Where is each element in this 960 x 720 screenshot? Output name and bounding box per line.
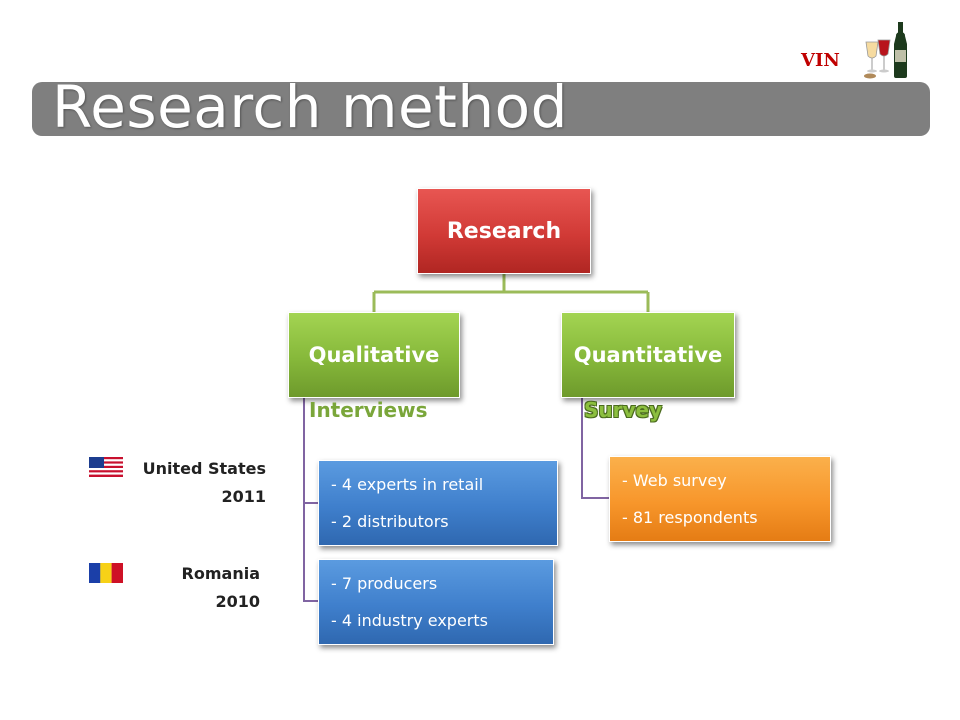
us-flag-icon bbox=[89, 457, 123, 477]
label-interviews: Interviews bbox=[309, 398, 428, 422]
detail-box-romania-interviews: - 7 producers - 4 industry experts bbox=[318, 559, 554, 645]
detail-line: - Web survey bbox=[622, 471, 727, 490]
page-title: Research method bbox=[52, 73, 568, 141]
node-quantitative: Quantitative bbox=[561, 312, 735, 398]
country-label-us: United States 2011 bbox=[128, 455, 266, 511]
detail-line: - 4 experts in retail bbox=[331, 475, 484, 494]
detail-line: - 7 producers bbox=[331, 574, 438, 593]
logo-text: VIN bbox=[801, 50, 840, 71]
node-qualitative: Qualitative bbox=[288, 312, 460, 398]
country-name: United States bbox=[142, 459, 266, 478]
country-year: 2010 bbox=[215, 592, 260, 611]
detail-box-web-survey: - Web survey - 81 respondents bbox=[609, 456, 831, 542]
country-name: Romania bbox=[181, 564, 260, 583]
node-research: Research bbox=[417, 188, 591, 274]
label-survey: Survey bbox=[584, 398, 663, 422]
detail-line: - 2 distributors bbox=[331, 512, 449, 531]
wine-glasses-icon bbox=[864, 22, 907, 79]
romania-flag-icon bbox=[89, 563, 123, 583]
detail-box-us-interviews: - 4 experts in retail - 2 distributors bbox=[318, 460, 558, 546]
detail-line: - 4 industry experts bbox=[331, 611, 488, 630]
title-bar bbox=[32, 82, 930, 136]
detail-line: - 81 respondents bbox=[622, 508, 758, 527]
tree-connectors bbox=[372, 274, 650, 312]
country-label-romania: Romania 2010 bbox=[128, 560, 260, 616]
country-year: 2011 bbox=[221, 487, 266, 506]
